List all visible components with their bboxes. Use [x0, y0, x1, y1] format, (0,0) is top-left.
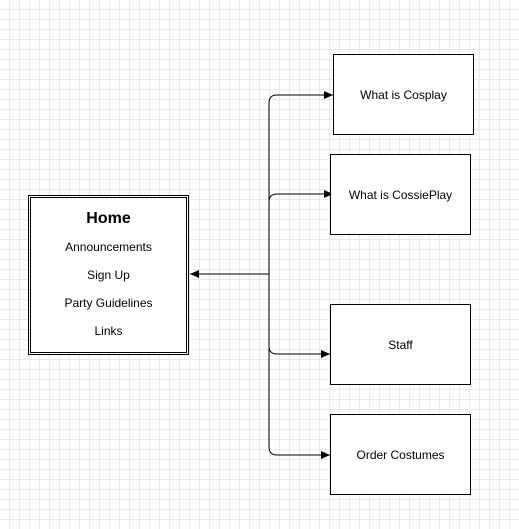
what-is-cossieplay-node[interactable]: What is CossiePlay [330, 154, 471, 235]
what-is-cosplay-node[interactable]: What is Cosplay [333, 54, 474, 135]
what-is-cossieplay-label: What is CossiePlay [348, 187, 453, 202]
connector-to-order-costumes [268, 274, 330, 459]
order-costumes-node[interactable]: Order Costumes [330, 414, 471, 495]
order-costumes-label: Order Costumes [356, 447, 445, 462]
staff-label: Staff [388, 337, 413, 352]
staff-node[interactable]: Staff [330, 304, 471, 385]
home-title: Home [86, 210, 131, 227]
home-link-links: Links [94, 324, 123, 338]
home-link-sign-up: Sign Up [87, 268, 130, 282]
home-link-list: Announcements Sign Up Party Guidelines L… [31, 233, 186, 345]
connector-to-what-is-cossieplay [268, 190, 333, 274]
what-is-cosplay-label: What is Cosplay [360, 87, 447, 102]
connector-to-staff [268, 274, 330, 358]
home-node[interactable]: Home Announcements Sign Up Party Guideli… [28, 195, 189, 355]
home-link-party-guidelines: Party Guidelines [64, 296, 153, 310]
connector-to-what-is-cosplay [268, 91, 333, 274]
home-link-announcements: Announcements [65, 240, 152, 254]
